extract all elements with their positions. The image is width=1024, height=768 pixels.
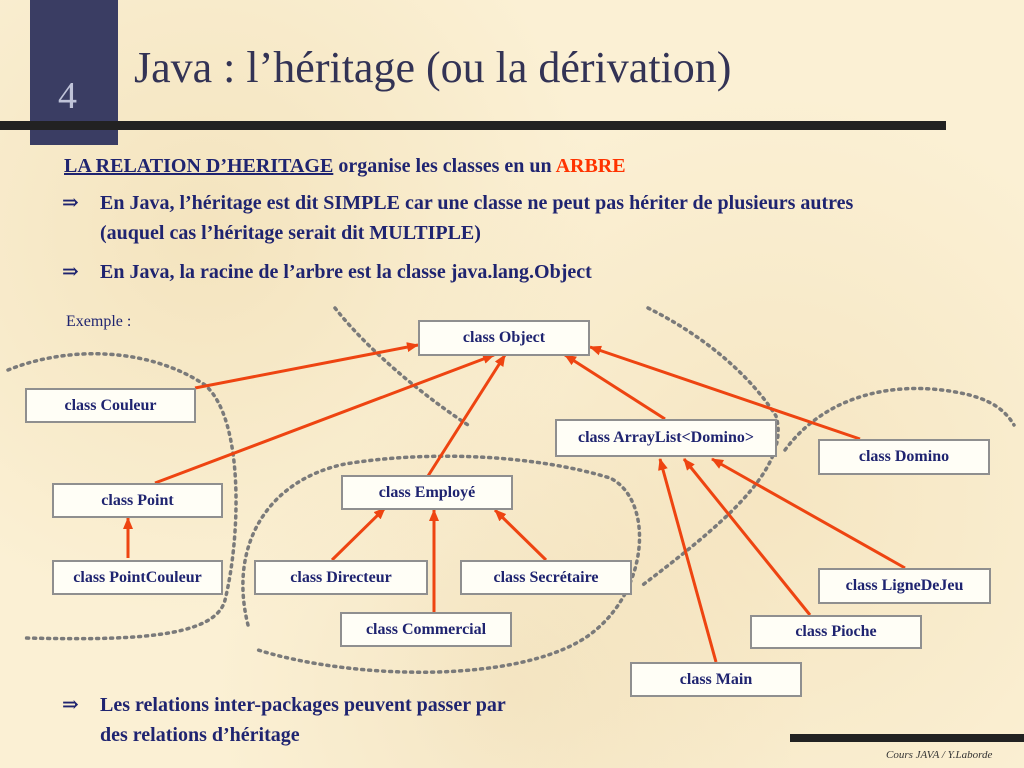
bullet-2-text: En Java, la racine de l’arbre est la cla… [100,261,592,283]
arrow-pioche-arraylist [682,458,812,616]
title-rule [0,121,946,130]
bullet-3-text: Les relations inter-packages peuvent pas… [100,694,506,746]
footer-rule [790,734,1024,742]
class-commercial: class Commercial [340,612,512,647]
class-employe: class Employé [341,475,513,510]
implies-icon: ⇒ [62,261,79,283]
arrow-domino-object [589,345,861,441]
class-domino: class Domino [818,439,990,475]
heading-highlight: ARBRE [555,155,626,177]
heading-underlined: LA RELATION D’HERITAGE [64,155,334,177]
slide-title: Java : l’héritage (ou la dérivation) [134,43,732,92]
slide-number: 4 [58,75,77,117]
package-boundary-left [6,352,238,641]
arrow-directeur-employe [330,506,387,562]
heading: LA RELATION D’HERITAGE organise les clas… [64,155,626,178]
class-secretaire: class Secrétaire [460,560,632,595]
arrow-employe-object [426,354,507,477]
bullet-2: ⇒ En Java, la racine de l’arbre est la c… [62,257,912,287]
footer-credit: Cours JAVA / Y.Laborde [886,749,993,761]
class-main: class Main [630,662,802,697]
class-pioche: class Pioche [750,615,922,649]
arrow-arraylist-object [564,353,666,421]
class-object: class Object [418,320,590,356]
bullet-1: ⇒ En Java, l’héritage est dit SIMPLE car… [62,188,912,248]
class-lignedejeu: class LigneDeJeu [818,568,991,604]
package-boundary-right [783,386,1016,452]
implies-icon: ⇒ [62,694,79,716]
slide-number-box [30,0,118,145]
package-boundary-top-right [638,306,780,589]
bullet-1-text: En Java, l’héritage est dit SIMPLE car u… [100,192,854,244]
arrow-couleur-object [194,342,419,390]
class-pointcouleur: class PointCouleur [52,560,223,595]
arrow-main-arraylist [658,458,718,663]
class-point: class Point [52,483,223,518]
heading-middle: organise les classes en un [333,155,556,177]
package-boundary-top-center [333,306,470,427]
example-label: Exemple : [66,313,132,330]
class-couleur: class Couleur [25,388,196,423]
package-boundary-employes [241,454,642,674]
bullet-3: ⇒ Les relations inter-packages peuvent p… [62,690,522,750]
implies-icon: ⇒ [62,192,79,214]
arrow-point-object [154,353,495,485]
class-arraylist-domino: class ArrayList<Domino> [555,419,777,457]
class-directeur: class Directeur [254,560,428,595]
arrow-lignedejeu-arraylist [711,457,906,570]
arrow-secretaire-employe [493,508,548,562]
